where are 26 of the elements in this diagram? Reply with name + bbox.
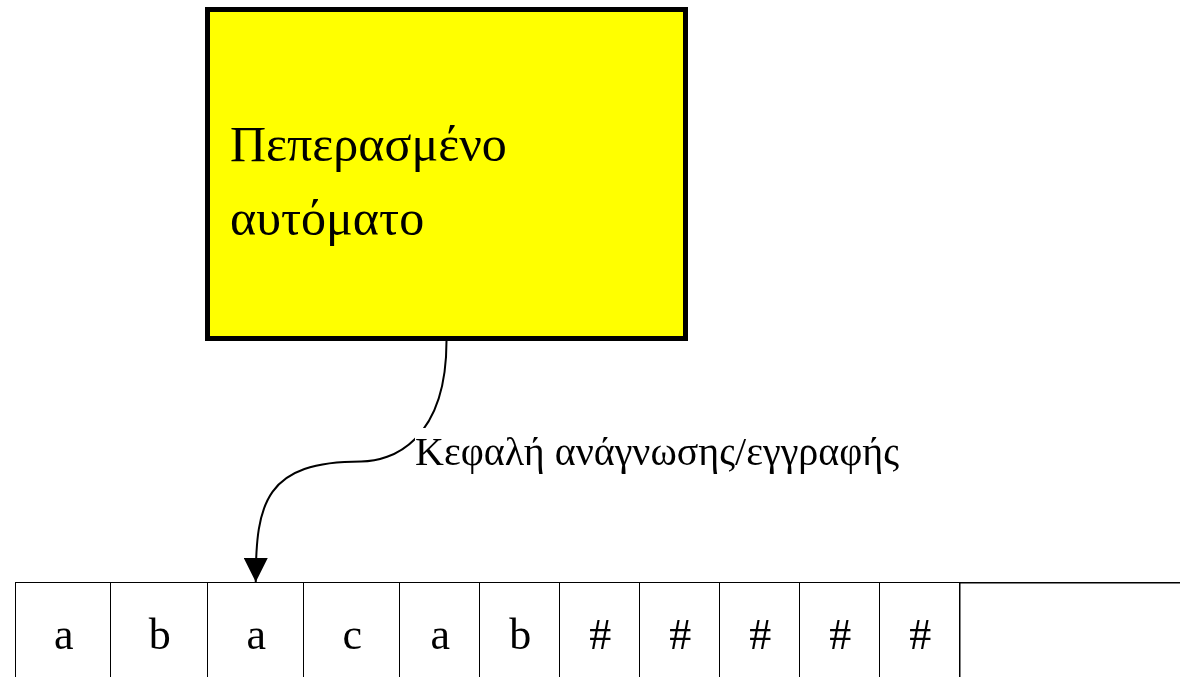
tape-symbol: # (829, 609, 852, 660)
tape-symbol: # (669, 609, 692, 660)
tape-symbol: # (909, 609, 932, 660)
tape-cell (799, 582, 881, 677)
tape-cell (879, 582, 961, 677)
tape-symbol: a (246, 609, 266, 660)
process-box (205, 7, 688, 341)
edge-label: Κεφαλή ανάγνωσης/εγγραφής (415, 428, 900, 475)
tape-cell (559, 582, 641, 677)
tape-cell (639, 582, 721, 677)
tape-symbol: c (342, 609, 362, 660)
tape-symbol: # (589, 609, 612, 660)
tape-cell (399, 582, 481, 677)
tape-cell (479, 582, 561, 677)
tape-cell (303, 582, 401, 677)
tape-cell (15, 582, 112, 677)
tape-symbol: b (148, 609, 171, 660)
tape-symbol: b (509, 609, 532, 660)
tape-symbol: # (749, 609, 772, 660)
arrow (244, 340, 448, 583)
tape-cell (207, 582, 305, 677)
tape-cell (719, 582, 801, 677)
tape-symbol: a (54, 609, 74, 660)
tape-cell (110, 582, 209, 677)
tape-symbol: a (430, 609, 450, 660)
box-label: Πεπερασμένο αυτόματο (230, 115, 508, 248)
